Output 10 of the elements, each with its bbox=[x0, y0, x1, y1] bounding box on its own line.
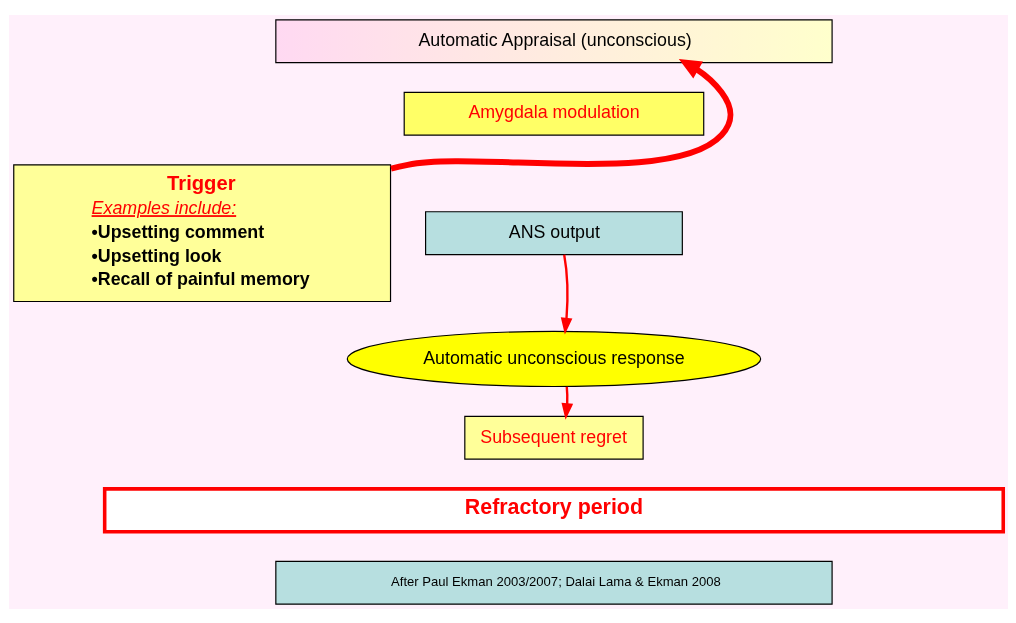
node-box: Refractory period bbox=[102, 486, 1005, 533]
node-box: Subsequent regret bbox=[463, 415, 644, 460]
node-ellipse: Automatic unconscious response bbox=[346, 330, 761, 387]
arrow bbox=[560, 254, 572, 334]
node-box: Amygdala modulation bbox=[403, 91, 704, 136]
node-box: ANS output bbox=[424, 210, 683, 255]
node-box: Trigger Examples include: •Upsetting comment •Upsetting look •Recall of painful memory bbox=[12, 163, 391, 302]
node-box: Automatic Appraisal (unconscious) bbox=[274, 18, 833, 63]
node-box: After Paul Ekman 2003/2007; Dalai Lama & Ekman 2008 bbox=[274, 560, 833, 605]
arrow bbox=[389, 58, 733, 171]
